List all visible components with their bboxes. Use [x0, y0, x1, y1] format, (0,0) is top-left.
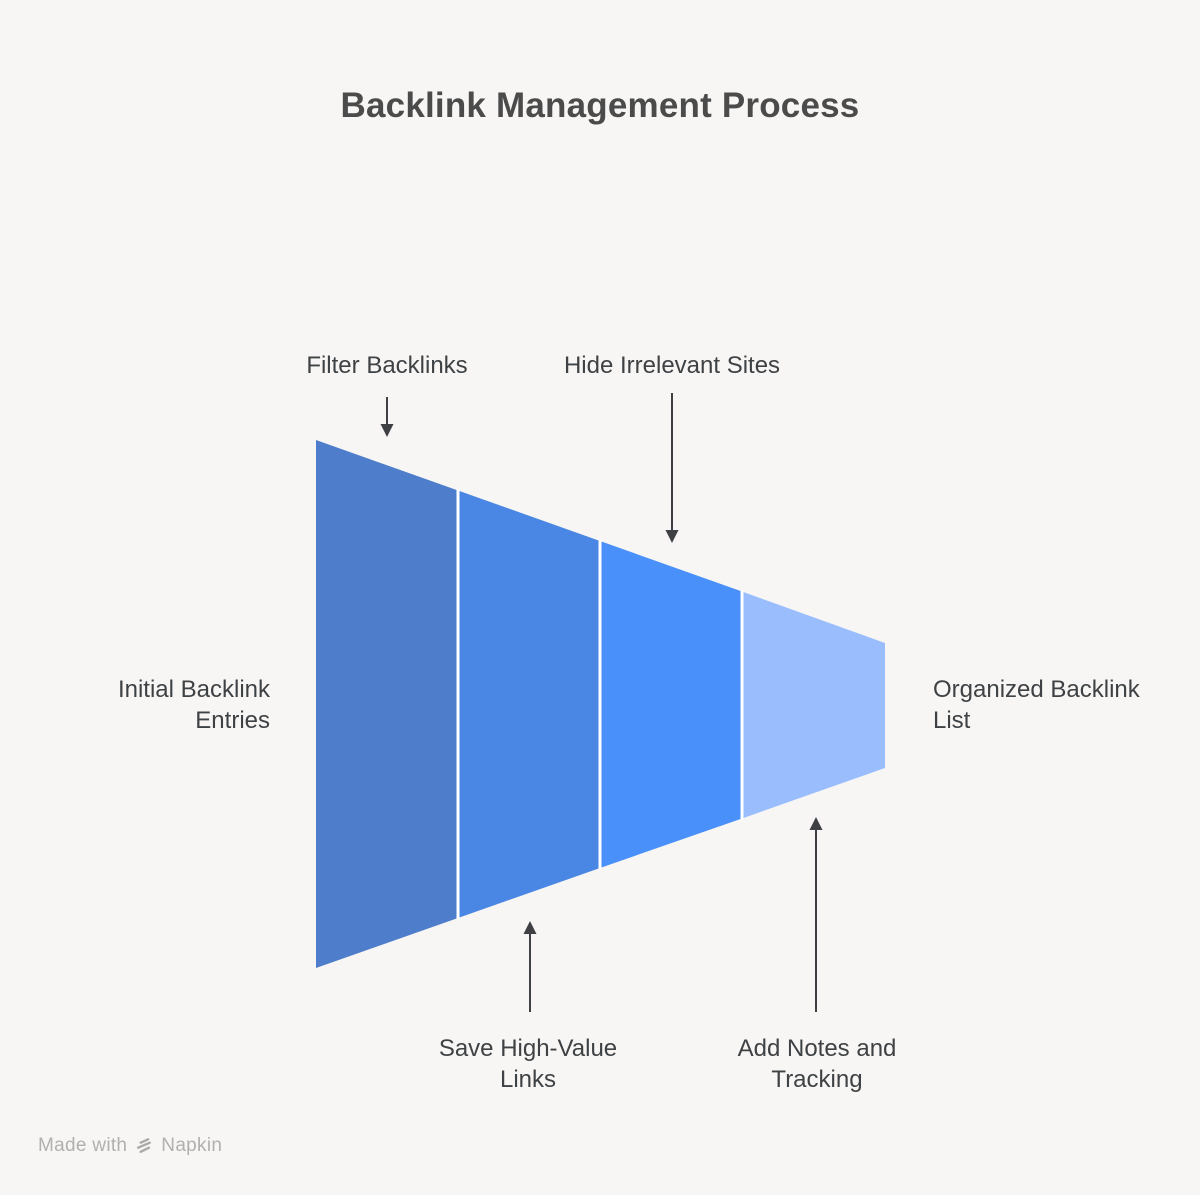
napkin-logo-icon	[134, 1136, 154, 1156]
funnel-segment-2	[458, 490, 600, 918]
watermark-prefix: Made with	[38, 1135, 128, 1156]
label-hide-irrelevant-sites: Hide Irrelevant Sites	[563, 352, 781, 379]
funnel-segment-3	[600, 541, 742, 868]
label-organized-backlink-list: Organized Backlink List	[933, 676, 1140, 734]
watermark: Made with Napkin	[38, 1135, 222, 1157]
label-add-notes-tracking: Add Notes and Tracking	[737, 1035, 897, 1093]
funnel-segment-1	[316, 440, 458, 968]
page-title: Backlink Management Process	[340, 86, 860, 125]
funnel-segment-4	[742, 591, 885, 819]
label-filter-backlinks: Filter Backlinks	[306, 352, 468, 379]
label-initial-backlink-entries: Initial Backlink Entries	[117, 676, 270, 734]
watermark-brand: Napkin	[161, 1135, 223, 1156]
label-save-high-value-links: Save High-Value Links	[438, 1035, 618, 1093]
